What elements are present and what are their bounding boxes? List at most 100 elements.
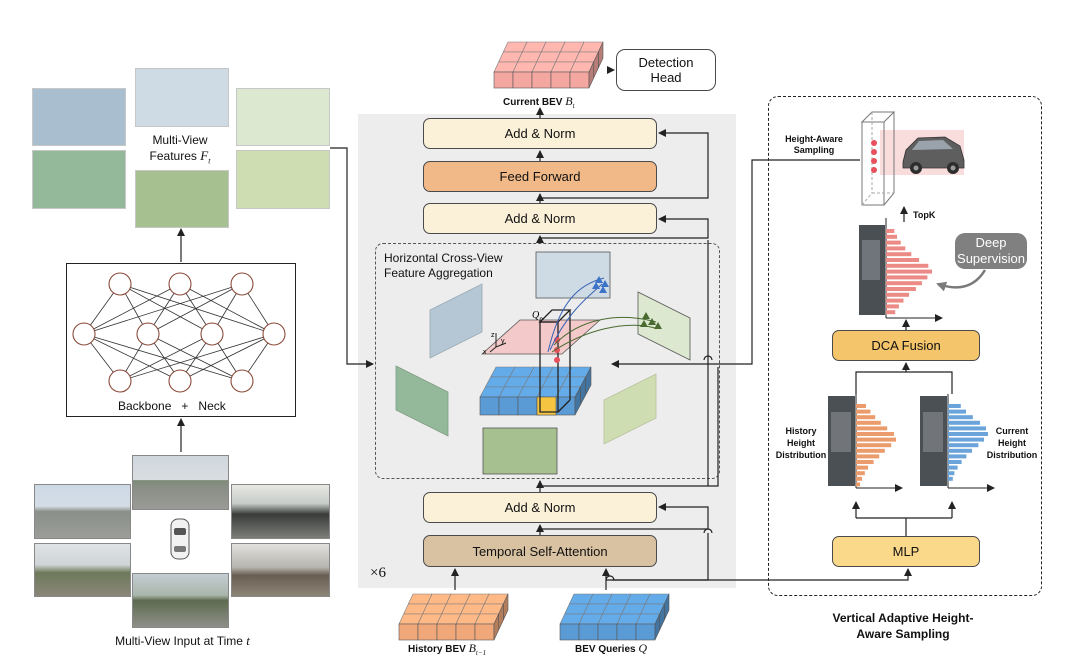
label-text: Head	[650, 70, 682, 85]
histogram-bar	[948, 420, 980, 425]
bev-cell	[493, 613, 499, 641]
nn-node	[230, 272, 254, 296]
hcva-bev-grid	[479, 366, 592, 416]
histogram-bar	[886, 246, 906, 251]
hcva-label: Horizontal Cross-View Feature Aggregatio…	[384, 251, 502, 281]
label-text: Distribution	[775, 450, 827, 460]
bev-cell	[479, 396, 500, 416]
bev-cell	[512, 71, 533, 89]
feature-map	[32, 88, 126, 146]
arrow-queries-to-mlp	[612, 568, 912, 581]
label-text: Add & Norm	[504, 126, 576, 141]
nn-node	[108, 272, 132, 296]
nn-edge	[147, 333, 243, 382]
label-text: Add & Norm	[504, 500, 576, 515]
symbol: F	[200, 148, 209, 163]
history-image-detail	[831, 412, 851, 452]
bev-queries-label: BEV Queries Q	[575, 641, 647, 656]
ego-car-icon	[170, 518, 190, 560]
label-text: Supervision	[957, 251, 1025, 266]
bev-cell	[498, 396, 519, 416]
histogram-bar	[886, 269, 932, 274]
histogram-bar	[948, 443, 979, 448]
nn-node	[108, 369, 132, 393]
feed-forward-block: Feed Forward	[423, 161, 657, 192]
histogram-bar	[948, 476, 953, 481]
residual-top	[540, 129, 709, 199]
histogram-bar	[948, 432, 988, 436]
history-histogram	[856, 404, 896, 487]
bev-cell	[517, 396, 538, 416]
label-text: BEV Queries	[575, 644, 636, 655]
label-text: Current	[995, 426, 1029, 436]
histogram-bar	[886, 298, 904, 303]
current-distribution-label: Current Height Distribution	[984, 425, 1040, 461]
feature-map	[236, 88, 330, 146]
label-text: Height	[787, 438, 815, 448]
histogram-bar	[856, 482, 860, 487]
topk-label: TopK	[913, 210, 936, 220]
current-image-detail	[923, 412, 943, 452]
nn-edge	[179, 333, 275, 382]
label-text: Detection	[638, 55, 694, 70]
histogram-bar	[886, 292, 909, 297]
camera-front-right	[231, 484, 330, 539]
histogram-bar	[948, 437, 984, 442]
nn-edge	[147, 283, 243, 335]
arrow-sampling-to-hcva	[611, 159, 860, 368]
queries-hop-2	[605, 575, 615, 581]
bev-cell	[574, 386, 581, 416]
label-text: Height-Aware	[785, 134, 843, 144]
histogram-bar	[856, 432, 894, 436]
histogram-bar	[886, 240, 901, 245]
repeat-label: ×6	[370, 565, 386, 581]
symbol-sub: t	[572, 102, 575, 110]
vertical-sampling-module	[768, 96, 1042, 596]
label-text: Feed Forward	[499, 169, 581, 184]
nn-edge	[119, 283, 275, 335]
histogram-bar	[886, 229, 895, 233]
nn-edge	[119, 333, 275, 382]
hcva-view-planes	[395, 251, 691, 475]
arrow-deep-supervision	[936, 269, 987, 292]
topk-histogram	[886, 229, 932, 315]
hcva-pillar	[538, 309, 572, 413]
histogram-bar	[886, 263, 929, 268]
arrow-features-to-aggregation	[330, 147, 374, 368]
nn-edge	[83, 333, 243, 382]
label-text: Vertical Adaptive Height-	[832, 611, 974, 625]
bev-cell	[398, 623, 419, 641]
histogram-bar	[856, 426, 888, 431]
histogram-bar	[856, 443, 892, 448]
histogram-bar	[856, 454, 880, 459]
label-text: MLP	[892, 544, 920, 559]
bev-cell	[559, 623, 580, 641]
feature-map	[236, 150, 330, 209]
car-icon	[902, 136, 965, 174]
label-text: Neck	[198, 399, 226, 413]
nn-edge	[83, 283, 181, 335]
histogram-bar	[886, 310, 896, 315]
histogram-bar	[886, 234, 898, 239]
deep-supervision-badge: Deep Supervision	[955, 233, 1027, 269]
current-bev-grid	[493, 41, 604, 89]
bev-cell	[436, 623, 457, 641]
histogram-bar	[886, 258, 920, 262]
bev-cell	[569, 71, 590, 89]
symbol-sub: t	[208, 156, 211, 166]
arrow-dists-to-dca	[855, 371, 953, 394]
hcva-sample-points	[592, 276, 662, 329]
histogram-bar	[886, 252, 912, 257]
queries-hop	[703, 528, 713, 534]
nn-node	[168, 272, 192, 296]
camera-back-right	[231, 543, 330, 597]
axis-icon	[489, 333, 507, 353]
bev-cell	[578, 623, 599, 641]
nn-node	[72, 322, 96, 346]
histogram-bar	[856, 460, 874, 464]
symbol: t	[246, 633, 250, 648]
histogram-bar	[948, 471, 955, 476]
neural-net-nodes	[72, 272, 286, 393]
detection-head-box: Detection Head	[616, 49, 716, 91]
residual-bottom	[540, 503, 709, 530]
